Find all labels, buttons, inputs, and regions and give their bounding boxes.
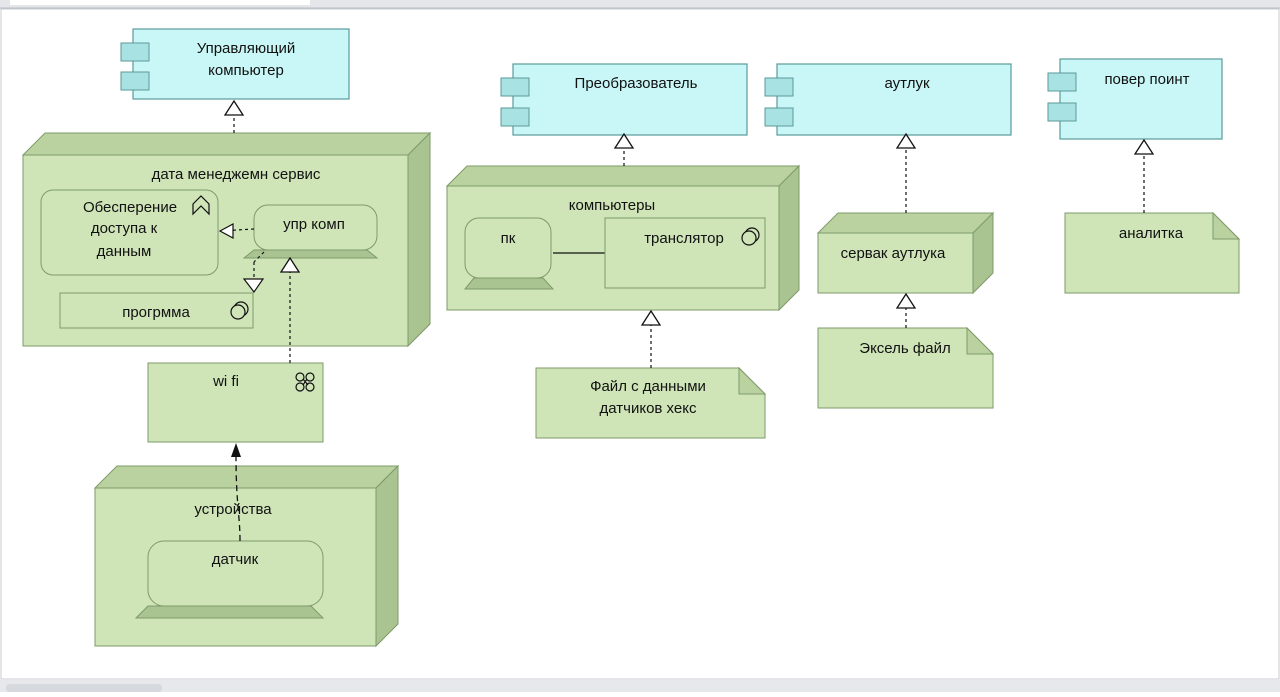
system-software-icon [741, 227, 760, 246]
device-label: упр комп [283, 216, 345, 233]
element-translator[interactable]: транслятор [604, 217, 766, 289]
device-pk[interactable]: пк [463, 217, 555, 290]
component-label-line2: компьютер [208, 62, 284, 79]
component-power-point[interactable]: повер поинт [1047, 58, 1223, 140]
bottom-status-strip [0, 680, 1280, 692]
element-program[interactable]: прогрмма [59, 292, 254, 329]
component-label-line1: Управляющий [197, 40, 296, 57]
translator-label: транслятор [644, 230, 724, 247]
artifact-label: Эксель файл [859, 340, 950, 357]
node-outlook-server[interactable]: сервак аутлука [816, 211, 995, 295]
flow-line [235, 454, 241, 542]
component-autluk[interactable]: аутлук [764, 63, 1012, 136]
component-label: Преобразователь [575, 75, 698, 92]
node-label: дата менеджемн сервис [152, 166, 321, 183]
canvas-border [0, 8, 1280, 680]
artifact-label: аналитка [1119, 225, 1184, 242]
realization-arrowhead [218, 222, 234, 240]
component-label: повер поинт [1104, 71, 1189, 88]
relationships [219, 101, 1144, 368]
artifact-analytics[interactable]: аналитка [1064, 211, 1241, 294]
top-tab-strip [0, 0, 1280, 9]
function-chevron-icon [192, 195, 210, 216]
element-access-to-data[interactable]: Обесперение доступа к данным [40, 189, 219, 276]
artifact-hex-sensor-file[interactable]: Файл с данными датчиков хекс [535, 366, 767, 439]
artifact-label-1: Файл с данными [590, 378, 706, 395]
artifact-excel-file[interactable]: Эксель файл [817, 326, 995, 409]
device-upr-komp[interactable]: упр комп [242, 204, 379, 259]
sensor-label: датчик [212, 551, 259, 568]
access-label-1: Обесперение [83, 199, 177, 216]
device-sensor[interactable]: датчик [134, 540, 325, 619]
realization-line [253, 251, 265, 263]
system-software-icon [230, 301, 249, 320]
component-upravlyayushchiy-kompyuter[interactable]: Управляющий компьютер [120, 28, 350, 100]
component-preobrazovatel[interactable]: Преобразователь [500, 63, 748, 136]
element-wifi[interactable]: wi fi [147, 362, 324, 443]
node-label: устройства [194, 501, 272, 518]
node-label: сервак аутлука [841, 245, 946, 262]
artifact-label-2: датчиков хекс [600, 400, 697, 417]
program-label: прогрмма [122, 304, 190, 321]
realization-arrowhead [242, 278, 265, 294]
wifi-label: wi fi [212, 373, 239, 390]
flow-arrowhead [231, 443, 241, 457]
network-icon [295, 372, 315, 392]
access-label-2: доступа к [91, 220, 158, 237]
component-label: аутлук [884, 75, 929, 92]
pk-label: пк [501, 230, 516, 247]
node-label: компьютеры [569, 197, 655, 214]
access-label-3: данным [97, 243, 152, 260]
